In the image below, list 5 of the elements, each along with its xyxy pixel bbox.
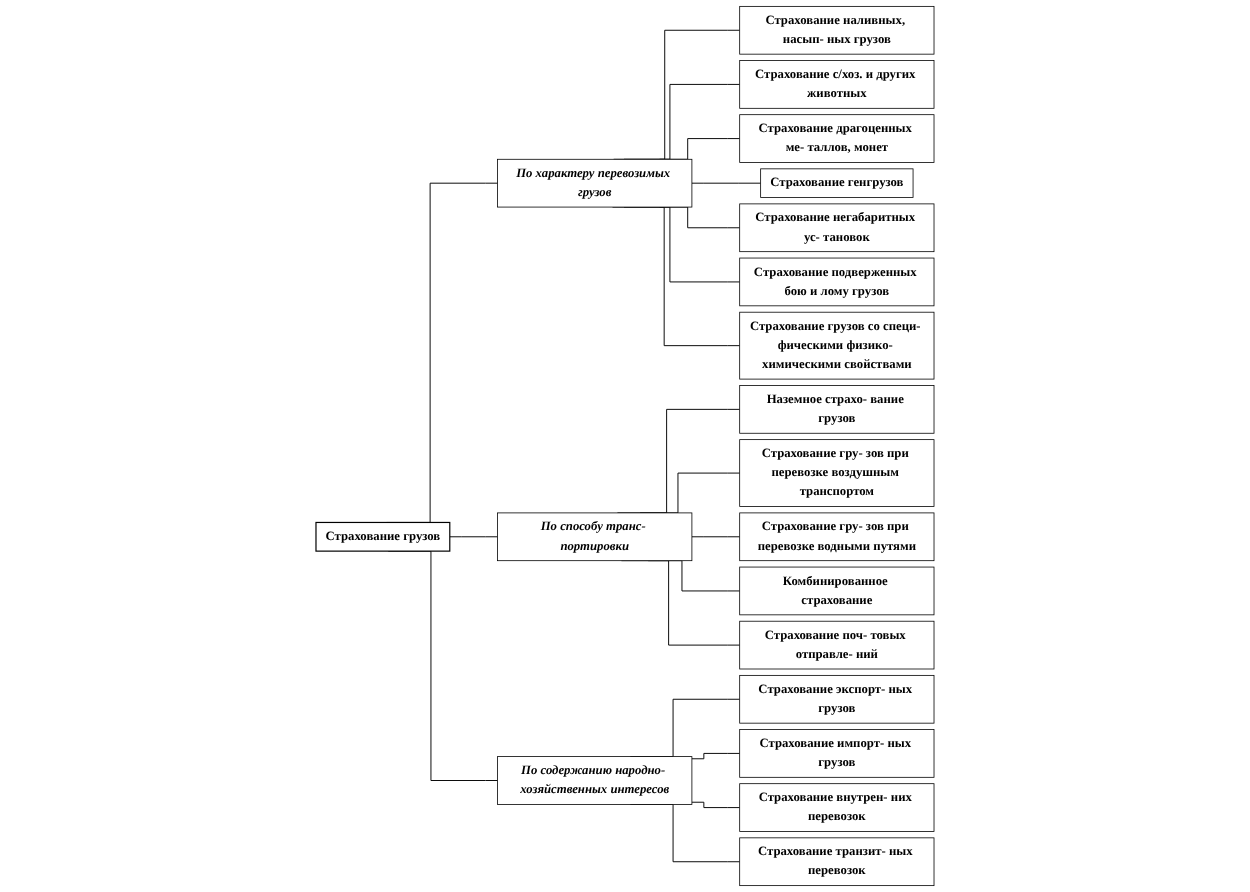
connector [691,801,741,809]
connector [691,182,762,184]
connector [691,536,741,538]
connector [691,752,741,760]
connector [449,536,499,538]
